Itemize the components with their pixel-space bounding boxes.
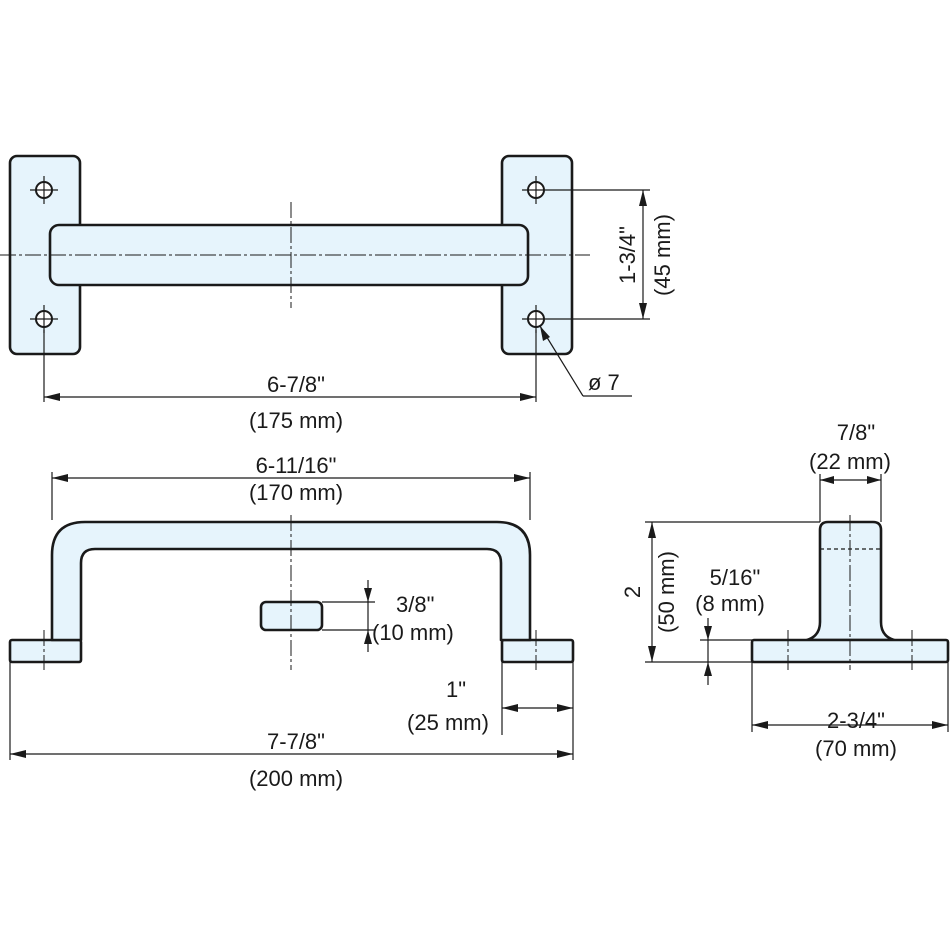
arrowhead [648,522,656,538]
arrowhead [704,626,712,640]
arrowhead [540,326,550,341]
arrowhead [557,704,573,712]
foot-length-metric-label: (25 mm) [407,710,489,735]
right-foot [500,638,575,664]
overall-height-metric-label: (50 mm) [654,551,679,633]
length-metric-label: (175 mm) [249,408,343,433]
length-imperial-label: 6-7/8" [267,372,325,397]
arrowhead [520,393,536,401]
arrowhead [514,474,530,482]
arrowhead [639,303,647,319]
arrowhead [867,476,881,484]
arrowhead [10,750,26,758]
foot-length-imperial-label: 1" [446,677,466,702]
height-metric-label: (45 mm) [650,214,675,296]
arrowhead [44,393,60,401]
overall-height-imperial-label: 2 [620,586,645,598]
bar-height-metric-label: (10 mm) [372,620,454,645]
base-thickness-metric-label: (8 mm) [695,591,765,616]
hole-diameter-label: ø 7 [588,370,620,395]
arrowhead [364,588,372,602]
base-thickness-imperial-label: 5/16" [710,565,761,590]
base-width-metric-label: (70 mm) [815,736,897,761]
front-view: 6-11/16" (170 mm) 3/8" (10 mm) 1" (25 mm… [8,453,575,791]
arrowhead [502,704,518,712]
arrowhead [52,474,68,482]
base-width-imperial-label: 2-3/4" [827,708,885,733]
overall-length-imperial-label: 7-7/8" [267,729,325,754]
inner-length-imperial-label: 6-11/16" [256,453,337,478]
arrowhead [639,190,647,206]
top-view: 6-7/8" (175 mm) 1-3/4" (45 mm) ø 7 [0,154,675,433]
bar-width-metric-label: (22 mm) [809,449,891,474]
arrowhead [752,721,768,729]
side-view: 7/8" (22 mm) 2 (50 mm) 5/16" (8 mm) 2-3/… [620,420,950,761]
arrowhead [932,721,948,729]
inner-length-metric-label: (170 mm) [249,480,343,505]
arrowhead [364,630,372,644]
arrowhead [557,750,573,758]
left-foot [8,638,83,664]
arrowhead [648,646,656,662]
bar-height-imperial-label: 3/8" [396,592,434,617]
bar-width-imperial-label: 7/8" [837,420,875,445]
overall-length-metric-label: (200 mm) [249,766,343,791]
arrowhead [704,662,712,676]
height-imperial-label: 1-3/4" [615,226,640,284]
arrowhead [820,476,834,484]
